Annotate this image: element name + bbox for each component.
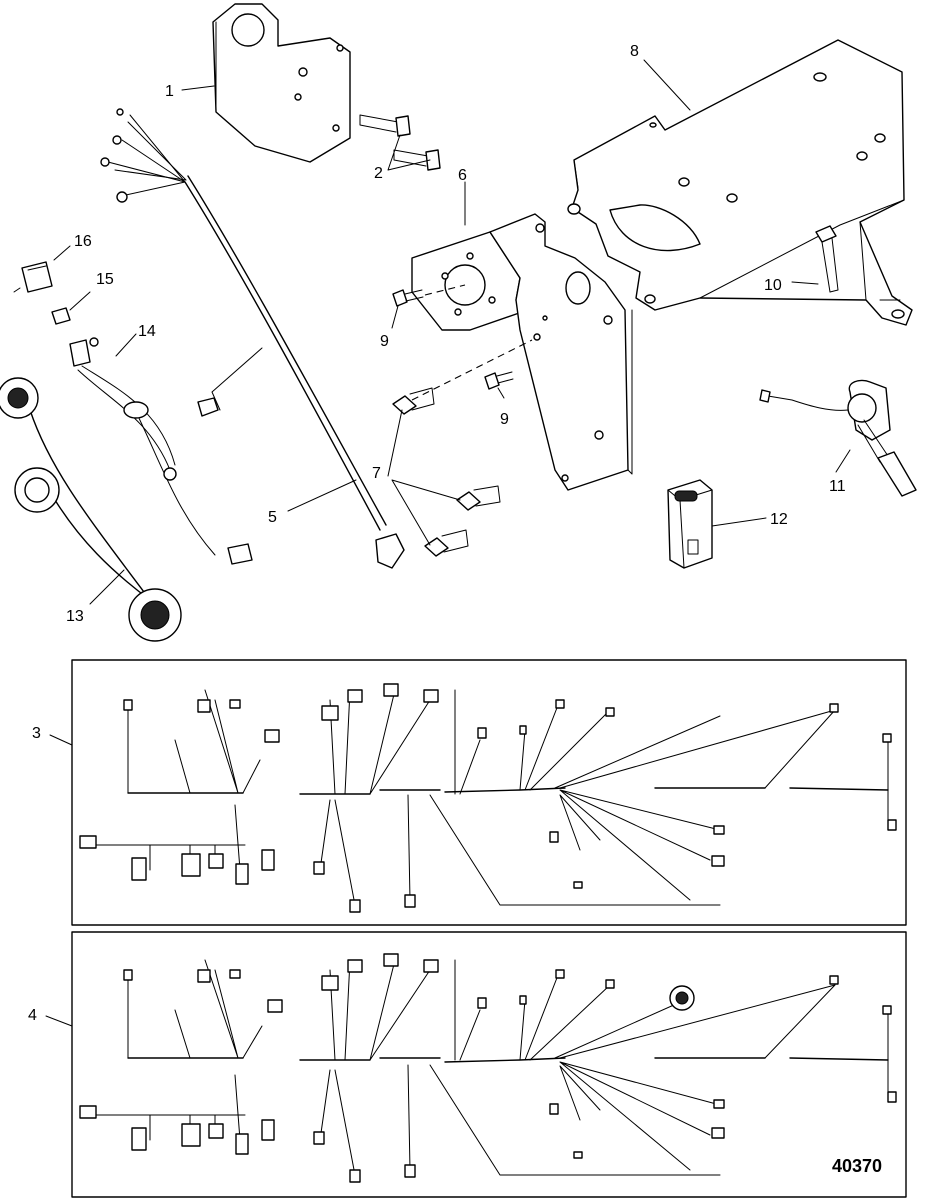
callouts: 1 2 6 8 9 9 7 5 10 11 12 13 14 15 16 3 4…	[28, 43, 882, 1176]
part-14-harness	[69, 337, 253, 565]
part-13-plug-harness	[0, 377, 182, 642]
leader-lines	[45, 59, 851, 1027]
part-15-part	[51, 307, 71, 325]
part-1-bracket	[212, 3, 351, 163]
center-bracket	[489, 213, 633, 491]
callout-11: 11	[829, 478, 846, 495]
callout-4: 4	[28, 1007, 37, 1024]
part-6-bracket	[411, 231, 523, 331]
callout-3: 3	[32, 725, 41, 742]
callout-5: 5	[268, 509, 277, 526]
callout-15: 15	[96, 271, 114, 288]
part-8-mount-plate	[567, 39, 913, 326]
figure-number: 40370	[832, 1156, 882, 1176]
part-5-harness	[100, 108, 405, 569]
box-3-harness	[71, 659, 907, 926]
callout-1: 1	[165, 83, 174, 100]
part-11-sensor	[759, 379, 917, 497]
part-2-screws	[359, 114, 441, 171]
callout-13: 13	[66, 608, 84, 625]
part-7-bolts	[392, 387, 501, 557]
box-4-harness	[71, 931, 907, 1198]
part-9-screws	[392, 284, 533, 401]
callout-12: 12	[770, 511, 788, 528]
part-12-connector	[667, 479, 713, 569]
callout-14: 14	[138, 323, 156, 340]
callout-6: 6	[458, 167, 467, 184]
callout-10: 10	[764, 277, 782, 294]
callout-2: 2	[374, 165, 383, 182]
callout-8: 8	[630, 43, 639, 60]
part-16-part	[13, 261, 53, 293]
part-10-screw	[815, 225, 839, 293]
callout-9a: 9	[380, 333, 389, 350]
callout-9b: 9	[500, 411, 509, 428]
callout-7: 7	[372, 465, 381, 482]
callout-16: 16	[74, 233, 92, 250]
